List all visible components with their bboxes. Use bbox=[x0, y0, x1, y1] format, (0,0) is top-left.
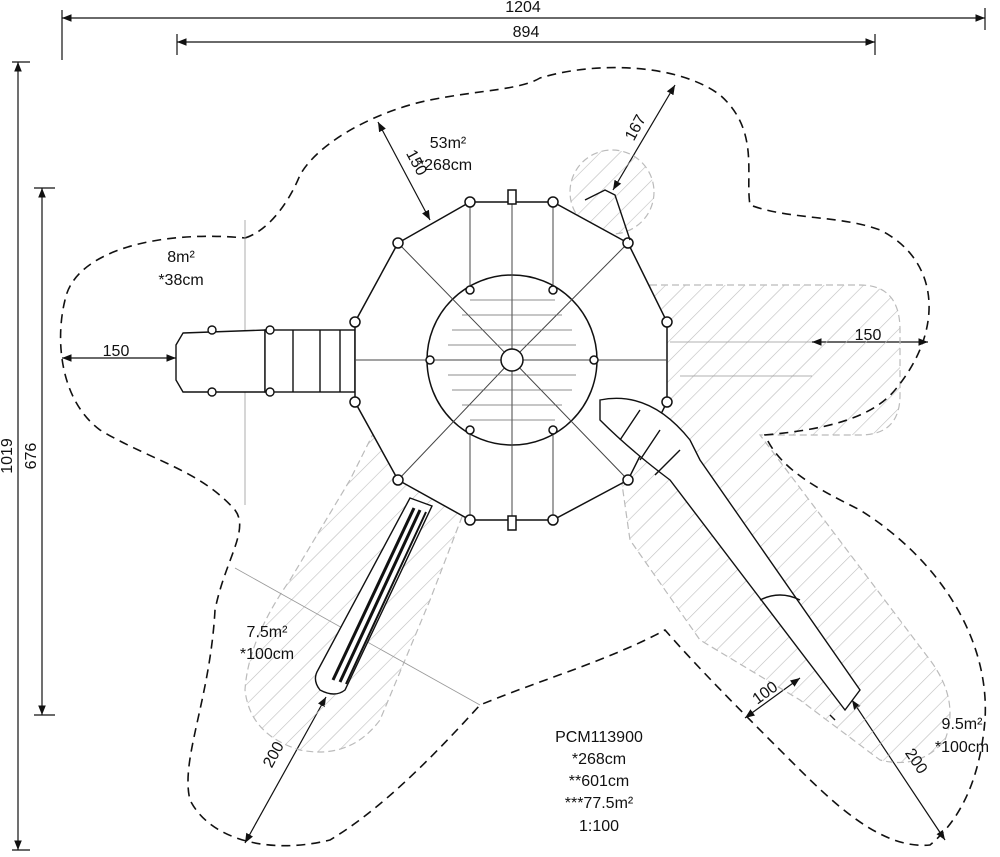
slide-right-area: 9.5m² bbox=[942, 716, 984, 733]
left-platform bbox=[175, 325, 356, 397]
left-fall-height: *38cm bbox=[158, 272, 203, 289]
tube-slide bbox=[599, 397, 861, 721]
tower-fall-height: *268cm bbox=[418, 157, 472, 174]
product-code: PCM113900 bbox=[555, 729, 643, 746]
safety-zone-outline bbox=[59, 66, 987, 847]
roller-slide bbox=[314, 497, 433, 695]
structure-width-label: 894 bbox=[513, 24, 540, 41]
octagon-tower bbox=[349, 189, 673, 531]
product-area: ***77.5m² bbox=[565, 795, 634, 812]
overall-width-label: 1204 bbox=[505, 0, 541, 16]
product-scale: 1:100 bbox=[579, 818, 619, 835]
structure-height-label: 676 bbox=[23, 443, 40, 470]
left-clearance-label: 150 bbox=[103, 343, 130, 360]
product-length: **601cm bbox=[569, 773, 629, 790]
slide-left-clearance-label: 200 bbox=[260, 739, 288, 771]
left-area: 8m² bbox=[167, 249, 195, 266]
top-clearance-label: 167 bbox=[622, 112, 650, 144]
slide-left-fall-height: *100cm bbox=[240, 646, 294, 663]
slide-right-fall-height: *100cm bbox=[935, 739, 989, 756]
overall-height-label: 1019 bbox=[0, 438, 16, 474]
right-clearance-label: 150 bbox=[855, 327, 882, 344]
hatched-zones bbox=[244, 149, 951, 764]
slide-left-area: 7.5m² bbox=[247, 624, 289, 641]
tower-area: 53m² bbox=[430, 135, 467, 152]
top-handrail bbox=[584, 189, 631, 241]
product-height: *268cm bbox=[572, 751, 626, 768]
